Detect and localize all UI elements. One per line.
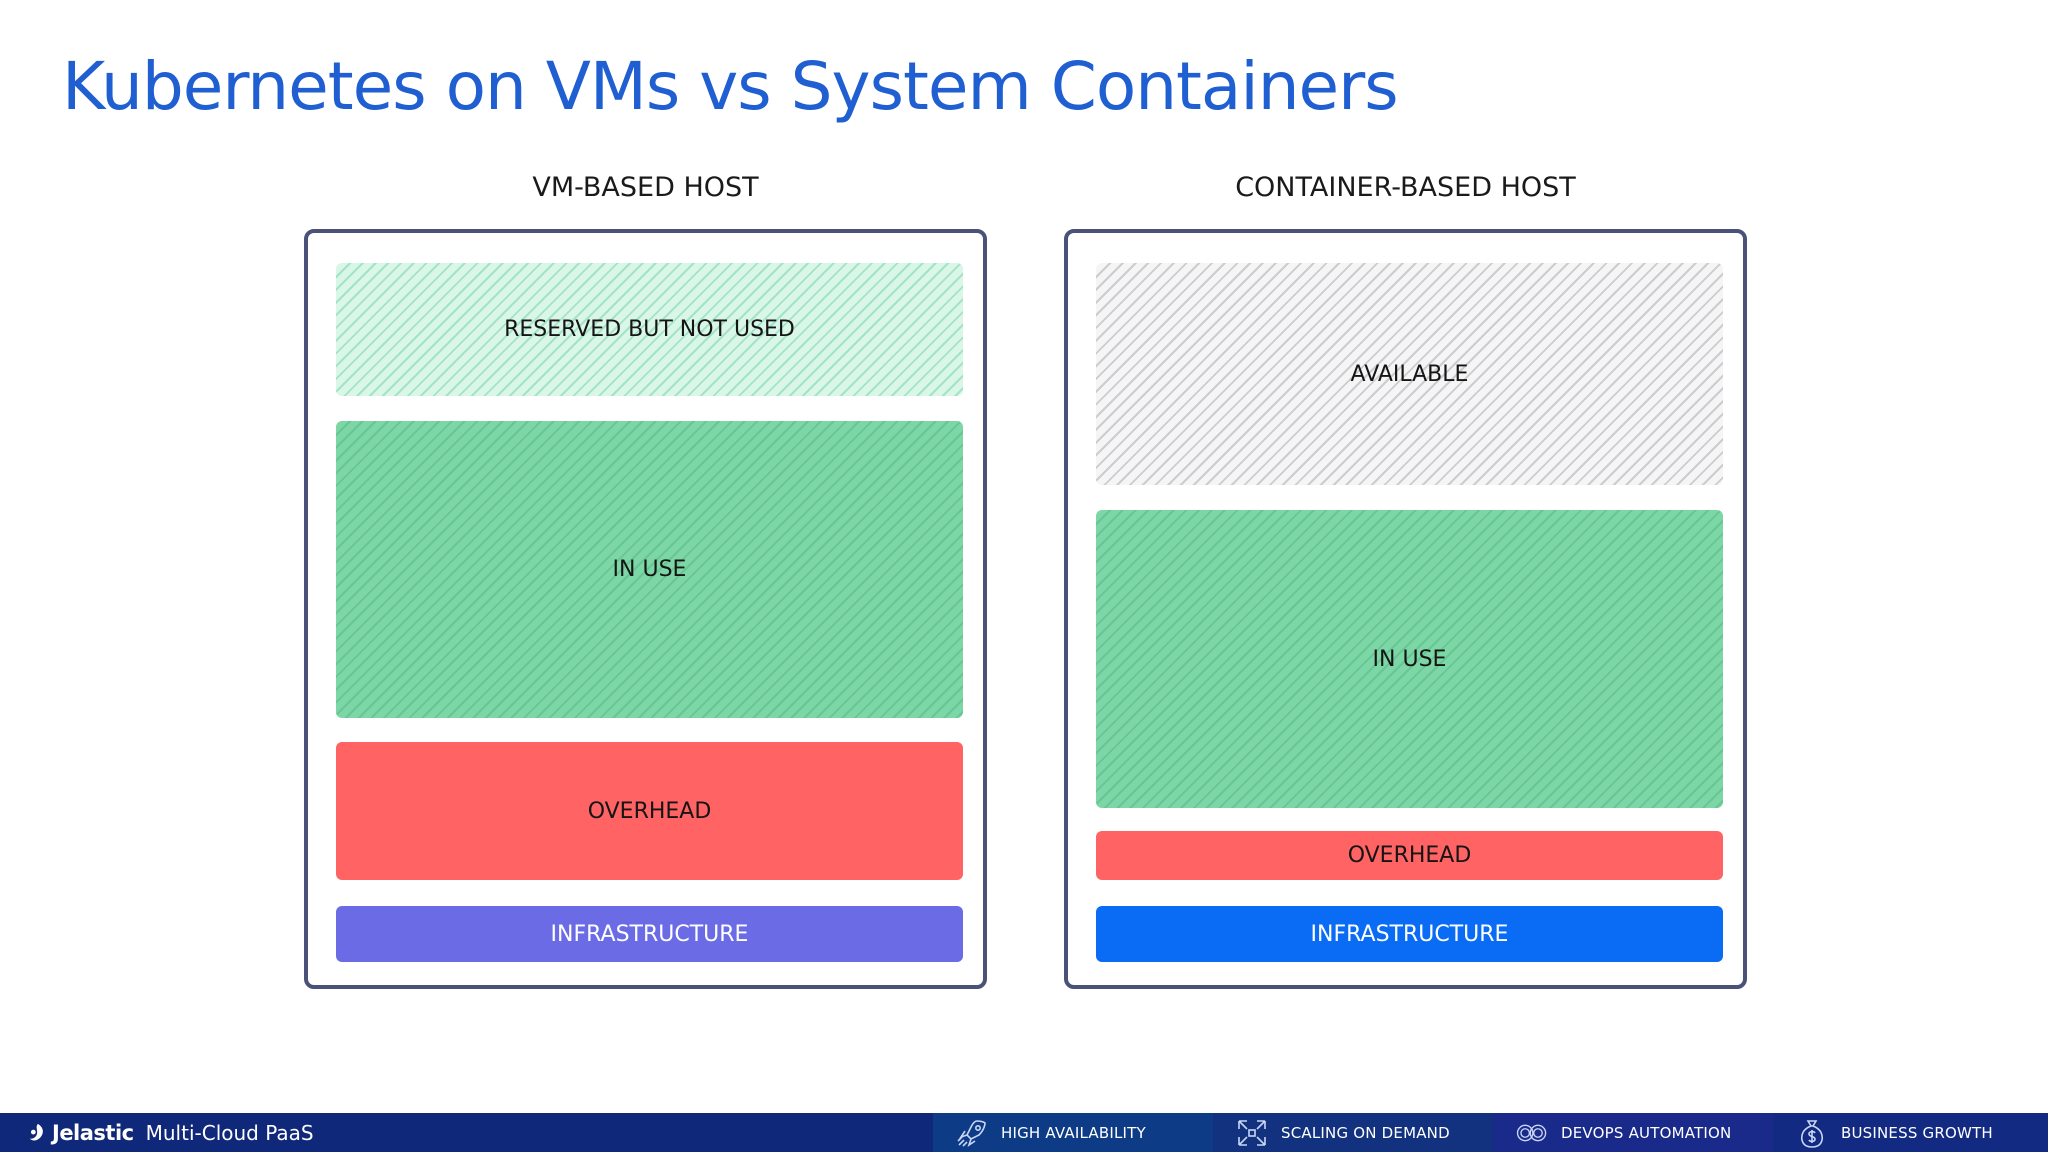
- scaling-arrows-icon: [1238, 1119, 1266, 1146]
- vm-host-title: VM-BASED HOST: [532, 172, 759, 203]
- vm-reserved-block: RESERVED BUT NOT USED: [336, 263, 963, 396]
- vm-infrastructure-block: INFRASTRUCTURE: [336, 906, 963, 962]
- brand-tagline: Multi-Cloud PaaS: [145, 1120, 314, 1145]
- vm-host-box: RESERVED BUT NOT USED IN USE OVERHEAD IN…: [304, 229, 987, 989]
- feature-label-business-growth: BUSINESS GROWTH: [1841, 1123, 1993, 1142]
- feature-label-devops-automation: DEVOPS AUTOMATION: [1561, 1123, 1732, 1142]
- container-infrastructure-block: INFRASTRUCTURE: [1096, 906, 1723, 962]
- container-host-title: CONTAINER-BASED HOST: [1235, 172, 1576, 203]
- feature-high-availability[interactable]: HIGH AVAILABILITY: [933, 1113, 1213, 1152]
- feature-business-growth[interactable]: BUSINESS GROWTH: [1773, 1113, 2048, 1152]
- container-overhead-block: OVERHEAD: [1096, 831, 1723, 880]
- money-bag-icon: [1800, 1119, 1824, 1148]
- container-available-block: AVAILABLE: [1096, 263, 1723, 485]
- vm-in-use-block: IN USE: [336, 421, 963, 718]
- brand-name: Jelastic: [52, 1120, 134, 1145]
- brand[interactable]: Jelastic Multi-Cloud PaaS: [0, 1113, 933, 1152]
- footer-bar: Jelastic Multi-Cloud PaaS HIGH AVAILABIL…: [0, 1113, 2048, 1152]
- feature-scaling-on-demand[interactable]: SCALING ON DEMAND: [1213, 1113, 1493, 1152]
- container-in-use-block: IN USE: [1096, 510, 1723, 808]
- container-host-box: AVAILABLE IN USE OVERHEAD INFRASTRUCTURE: [1064, 229, 1747, 989]
- jelastic-logo-icon: [29, 1123, 43, 1140]
- feature-devops-automation[interactable]: DEVOPS AUTOMATION: [1493, 1113, 1773, 1152]
- page-title: Kubernetes on VMs vs System Containers: [62, 48, 1399, 125]
- feature-label-scaling-on-demand: SCALING ON DEMAND: [1281, 1123, 1450, 1142]
- infinity-icon: [1516, 1124, 1547, 1141]
- rocket-icon: [957, 1119, 986, 1147]
- vm-overhead-block: OVERHEAD: [336, 742, 963, 880]
- feature-label-high-availability: HIGH AVAILABILITY: [1001, 1123, 1146, 1142]
